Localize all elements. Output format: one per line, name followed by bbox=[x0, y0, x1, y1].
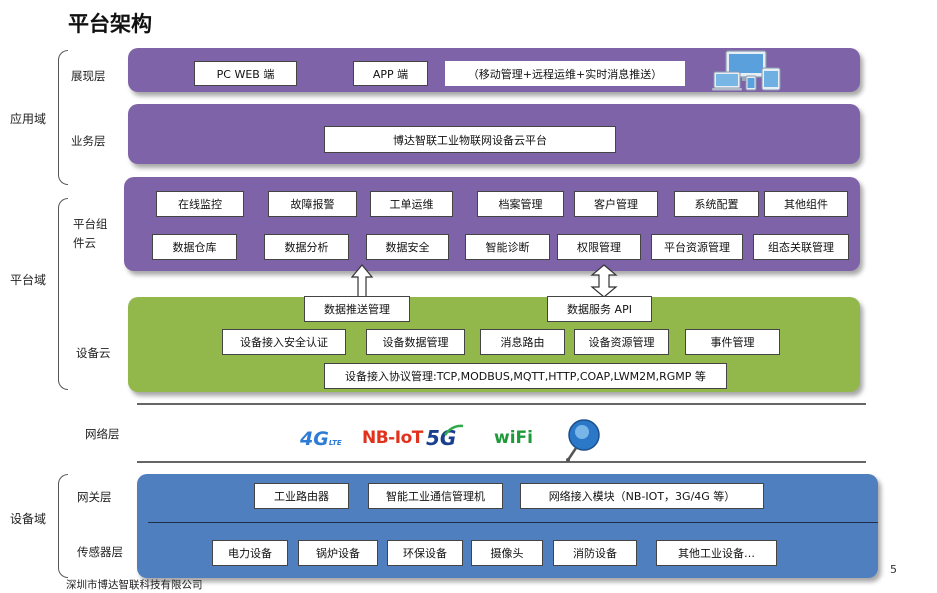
message-routing-box: 消息路由 bbox=[480, 329, 565, 355]
cloud-platform-box: 博达智联工业物联网设备云平台 bbox=[324, 126, 616, 153]
gateway-layer-label: 网关层 bbox=[77, 490, 112, 504]
industrial-router-box: 工业路由器 bbox=[254, 483, 349, 509]
satellite-dish-icon bbox=[566, 419, 600, 462]
gateway-sensor-divider bbox=[148, 522, 878, 523]
component-fault-alarm: 故障报警 bbox=[268, 191, 357, 217]
wifi-logo-text: wiFi bbox=[494, 428, 533, 448]
5g-icon: 5G bbox=[426, 424, 464, 450]
device-domain-label: 设备域 bbox=[10, 512, 47, 526]
network-bottom-divider bbox=[137, 461, 866, 463]
company-footer: 深圳市博达智联科技有限公司 bbox=[66, 579, 203, 591]
device-data-box: 设备数据管理 bbox=[366, 329, 465, 355]
event-management-box: 事件管理 bbox=[685, 329, 780, 355]
platform-domain-label: 平台域 bbox=[10, 273, 47, 287]
lte-logo-text: LTE bbox=[328, 439, 342, 447]
component-data-warehouse: 数据仓库 bbox=[152, 234, 237, 260]
4g-logo-text: 4G bbox=[300, 428, 329, 450]
platform-domain-bracket bbox=[58, 198, 68, 390]
sensor-layer-label: 传感器层 bbox=[77, 545, 123, 559]
component-resource: 平台资源管理 bbox=[651, 234, 743, 260]
component-archive: 档案管理 bbox=[477, 191, 564, 217]
component-customer: 客户管理 bbox=[574, 191, 658, 217]
bidirectional-arrow-icon bbox=[590, 264, 618, 298]
app-domain-bracket bbox=[58, 50, 68, 185]
app-box: APP 端 bbox=[353, 61, 428, 86]
comm-manager-box: 智能工业通信管理机 bbox=[368, 483, 503, 509]
component-system-config: 系统配置 bbox=[674, 191, 759, 217]
component-other: 其他组件 bbox=[764, 191, 848, 217]
data-api-box: 数据服务 API bbox=[547, 296, 652, 322]
page-number: 5 bbox=[890, 563, 897, 576]
nb-iot-icon: NB-IoT bbox=[362, 428, 423, 448]
sensor-other-box: 其他工业设备… bbox=[656, 540, 777, 566]
5g-swoosh-icon bbox=[444, 424, 464, 436]
sensor-power-box: 电力设备 bbox=[212, 540, 288, 566]
component-online-monitor: 在线监控 bbox=[156, 191, 244, 217]
sensor-camera-box: 摄像头 bbox=[471, 540, 543, 566]
page-title: 平台架构 bbox=[68, 12, 152, 36]
business-layer-label: 业务层 bbox=[71, 134, 106, 148]
component-config-relation: 组态关联管理 bbox=[753, 234, 849, 260]
protocol-box: 设备接入协议管理:TCP,MODBUS,MQTT,HTTP,COAP,LWM2M… bbox=[324, 363, 727, 389]
device-cloud-label: 设备云 bbox=[76, 346, 111, 360]
sensor-environment-box: 环保设备 bbox=[387, 540, 463, 566]
presentation-layer-label: 展现层 bbox=[71, 69, 106, 83]
device-auth-box: 设备接入安全认证 bbox=[222, 329, 346, 355]
component-data-security: 数据安全 bbox=[366, 234, 449, 260]
component-data-analysis: 数据分析 bbox=[264, 234, 349, 260]
device-resource-box: 设备资源管理 bbox=[574, 329, 669, 355]
sensor-fire-box: 消防设备 bbox=[553, 540, 637, 566]
component-work-order: 工单运维 bbox=[370, 191, 453, 217]
component-smart-diagnosis: 智能诊断 bbox=[465, 234, 550, 260]
platform-components-label-1: 平台组 bbox=[73, 217, 108, 231]
device-domain-bracket bbox=[58, 474, 68, 578]
up-arrow-icon bbox=[351, 264, 373, 298]
network-top-divider bbox=[137, 403, 866, 405]
pc-web-box: PC WEB 端 bbox=[194, 61, 297, 86]
sensor-boiler-box: 锅炉设备 bbox=[298, 540, 378, 566]
presentation-features-box: （移动管理+远程运维+实时消息推送） bbox=[445, 61, 685, 86]
network-layer-label: 网络层 bbox=[85, 427, 120, 441]
4g-lte-icon: 4GLTE bbox=[300, 428, 342, 450]
data-push-box: 数据推送管理 bbox=[304, 296, 410, 322]
wifi-icon: wiFi bbox=[494, 428, 533, 448]
component-permission: 权限管理 bbox=[557, 234, 641, 260]
platform-components-label-2: 件云 bbox=[73, 236, 96, 250]
app-domain-label: 应用域 bbox=[10, 112, 47, 126]
multi-device-icon bbox=[712, 50, 781, 91]
network-module-box: 网络接入模块（NB-IOT，3G/4G 等） bbox=[520, 483, 764, 509]
